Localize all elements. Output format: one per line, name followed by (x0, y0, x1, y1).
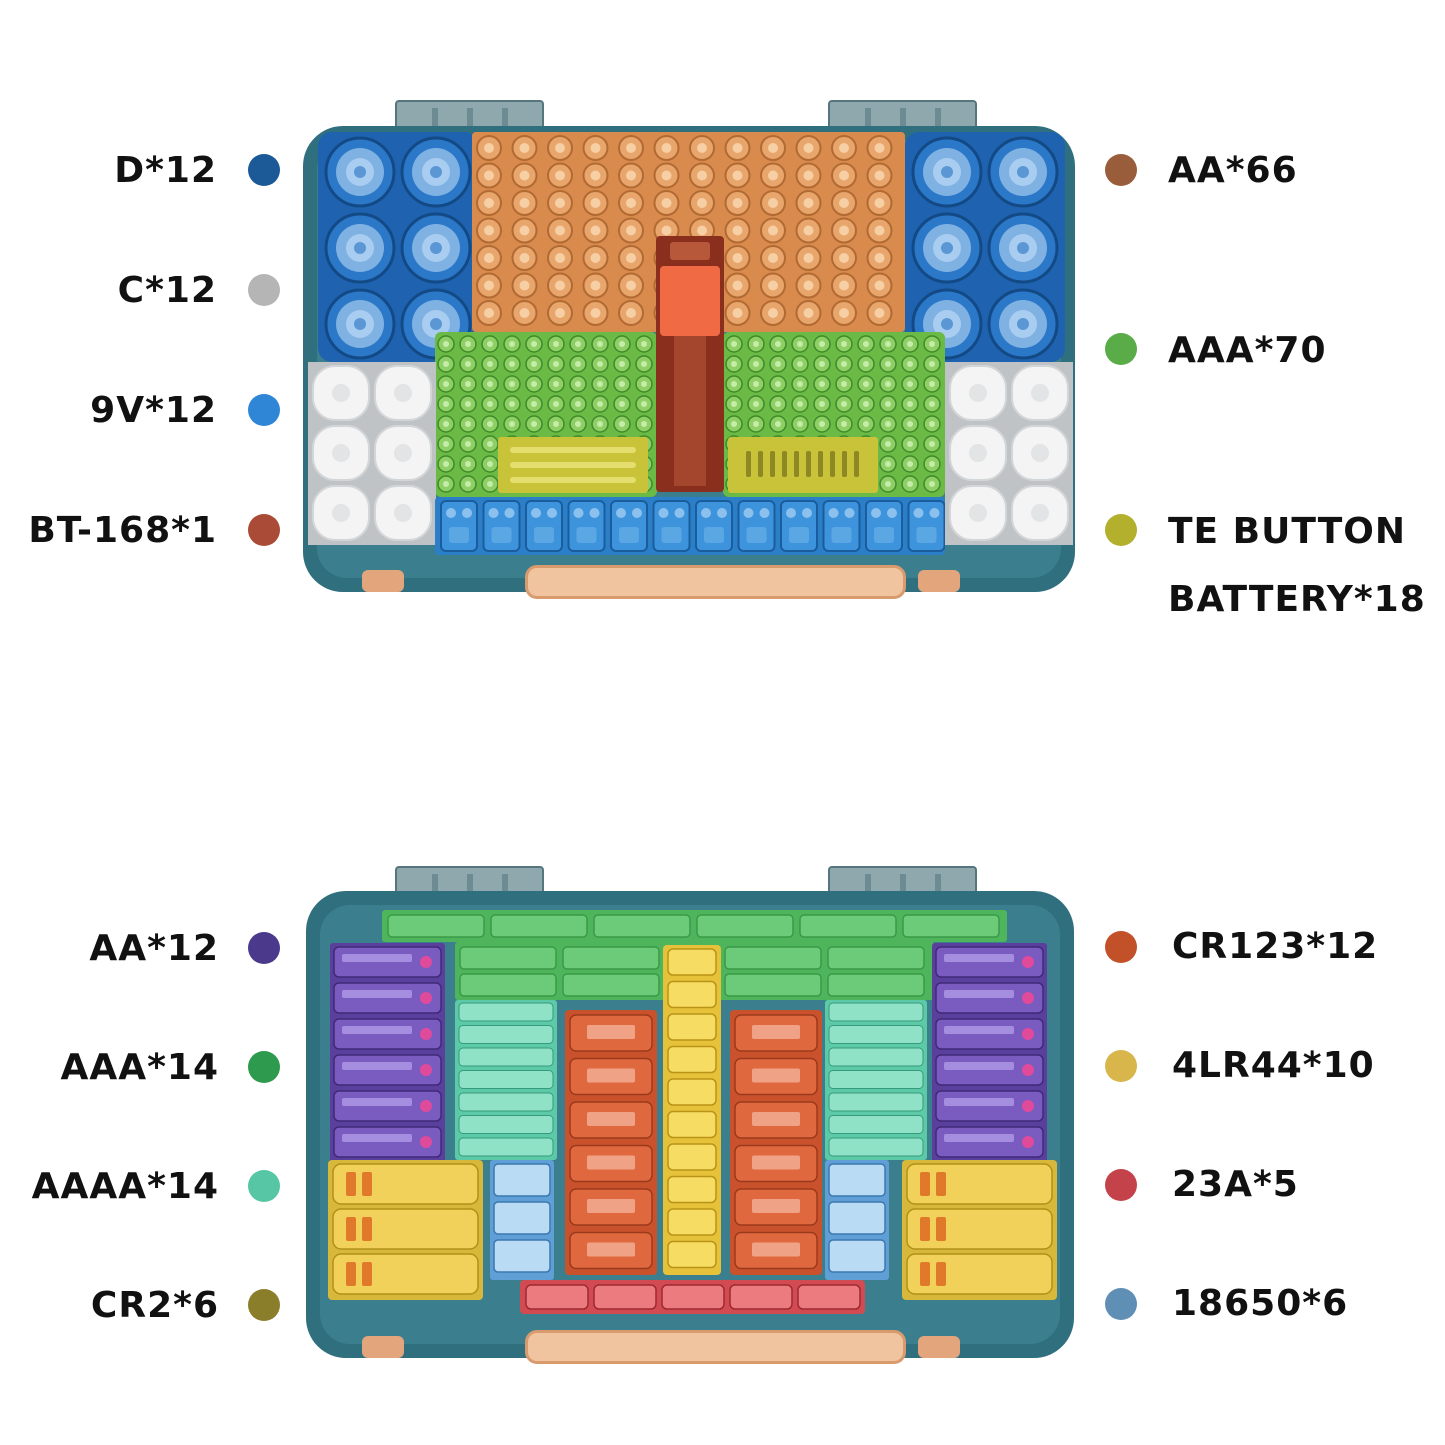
label-bottom-aaa: AAA*14 (60, 1047, 219, 1088)
label-cr123: CR123*12 (1172, 926, 1379, 967)
button-battery-tray-left (498, 437, 648, 493)
color-dot-23a (1105, 1169, 1137, 1201)
color-dot-cr2 (248, 1289, 280, 1321)
nine-volt-compartment-right (945, 362, 1073, 545)
top-case-latch-right (918, 570, 960, 592)
label-aaaa: AAAA*14 (31, 1166, 219, 1207)
color-dot-c (248, 274, 280, 306)
bottom-case-handle (525, 1330, 906, 1364)
aa-battery-grid (472, 132, 905, 332)
bottom-tray-illustration (328, 910, 1057, 1314)
label-c: C*12 (117, 270, 217, 311)
label-bt-168: BT-168*1 (28, 510, 217, 551)
color-dot-4lr44 (1105, 1050, 1137, 1082)
label-cr2: CR2*6 (90, 1285, 219, 1326)
color-dot-bottom-aaa (248, 1051, 280, 1083)
label-18650: 18650*6 (1172, 1283, 1349, 1324)
bottom-case-latch-left (362, 1336, 404, 1358)
d-battery-compartment-right (905, 132, 1065, 362)
color-dot-cr123 (1105, 931, 1137, 963)
top-case-handle (525, 565, 906, 599)
color-dot-button-battery (1105, 514, 1137, 546)
label-button-battery-line2: BATTERY*18 (1168, 579, 1426, 620)
label-aaa: AAA*70 (1168, 330, 1327, 371)
color-dot-9v (248, 394, 280, 426)
label-4lr44: 4LR44*10 (1172, 1045, 1375, 1086)
blue-slot-strip (435, 497, 945, 555)
color-dot-18650 (1105, 1288, 1137, 1320)
bottom-case-latch-right (918, 1336, 960, 1358)
color-dot-bottom-aa (248, 932, 280, 964)
label-aa: AA*66 (1168, 150, 1298, 191)
nine-volt-compartment-left (308, 362, 436, 545)
label-bottom-aa: AA*12 (89, 928, 219, 969)
color-dot-d (248, 154, 280, 186)
label-23a: 23A*5 (1172, 1164, 1299, 1205)
d-battery-compartment-left (318, 132, 478, 362)
color-dot-aaa (1105, 333, 1137, 365)
label-d: D*12 (114, 150, 217, 191)
color-dot-bt-168 (248, 514, 280, 546)
bt-168-battery-tester (656, 236, 724, 492)
label-button-battery-line1: TE BUTTON (1168, 511, 1407, 552)
button-battery-tray-right (728, 437, 878, 493)
color-dot-aa (1105, 154, 1137, 186)
top-case-latch-left (362, 570, 404, 592)
label-9v: 9V*12 (90, 390, 217, 431)
color-dot-aaaa (248, 1170, 280, 1202)
